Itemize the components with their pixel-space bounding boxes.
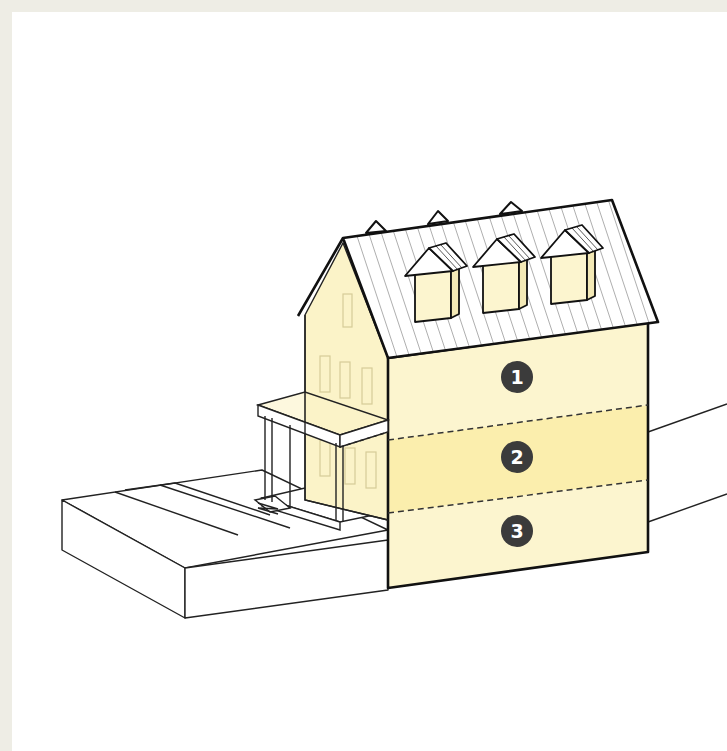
roof-outline xyxy=(298,200,658,358)
window xyxy=(320,294,376,488)
porch-roof xyxy=(258,392,388,522)
gable-edge xyxy=(305,315,388,520)
callout-number: 2 xyxy=(501,441,533,473)
dormer xyxy=(405,225,603,322)
callout-number: 3 xyxy=(501,515,533,547)
roof xyxy=(343,200,658,358)
facade-outline xyxy=(388,322,648,588)
band-divider xyxy=(388,405,648,440)
facade-band xyxy=(388,480,648,588)
roof-seams xyxy=(355,196,650,360)
callout-number: 1 xyxy=(501,361,533,393)
band-divider xyxy=(388,480,648,513)
card-background xyxy=(12,12,727,751)
rear-dormer xyxy=(366,202,522,233)
